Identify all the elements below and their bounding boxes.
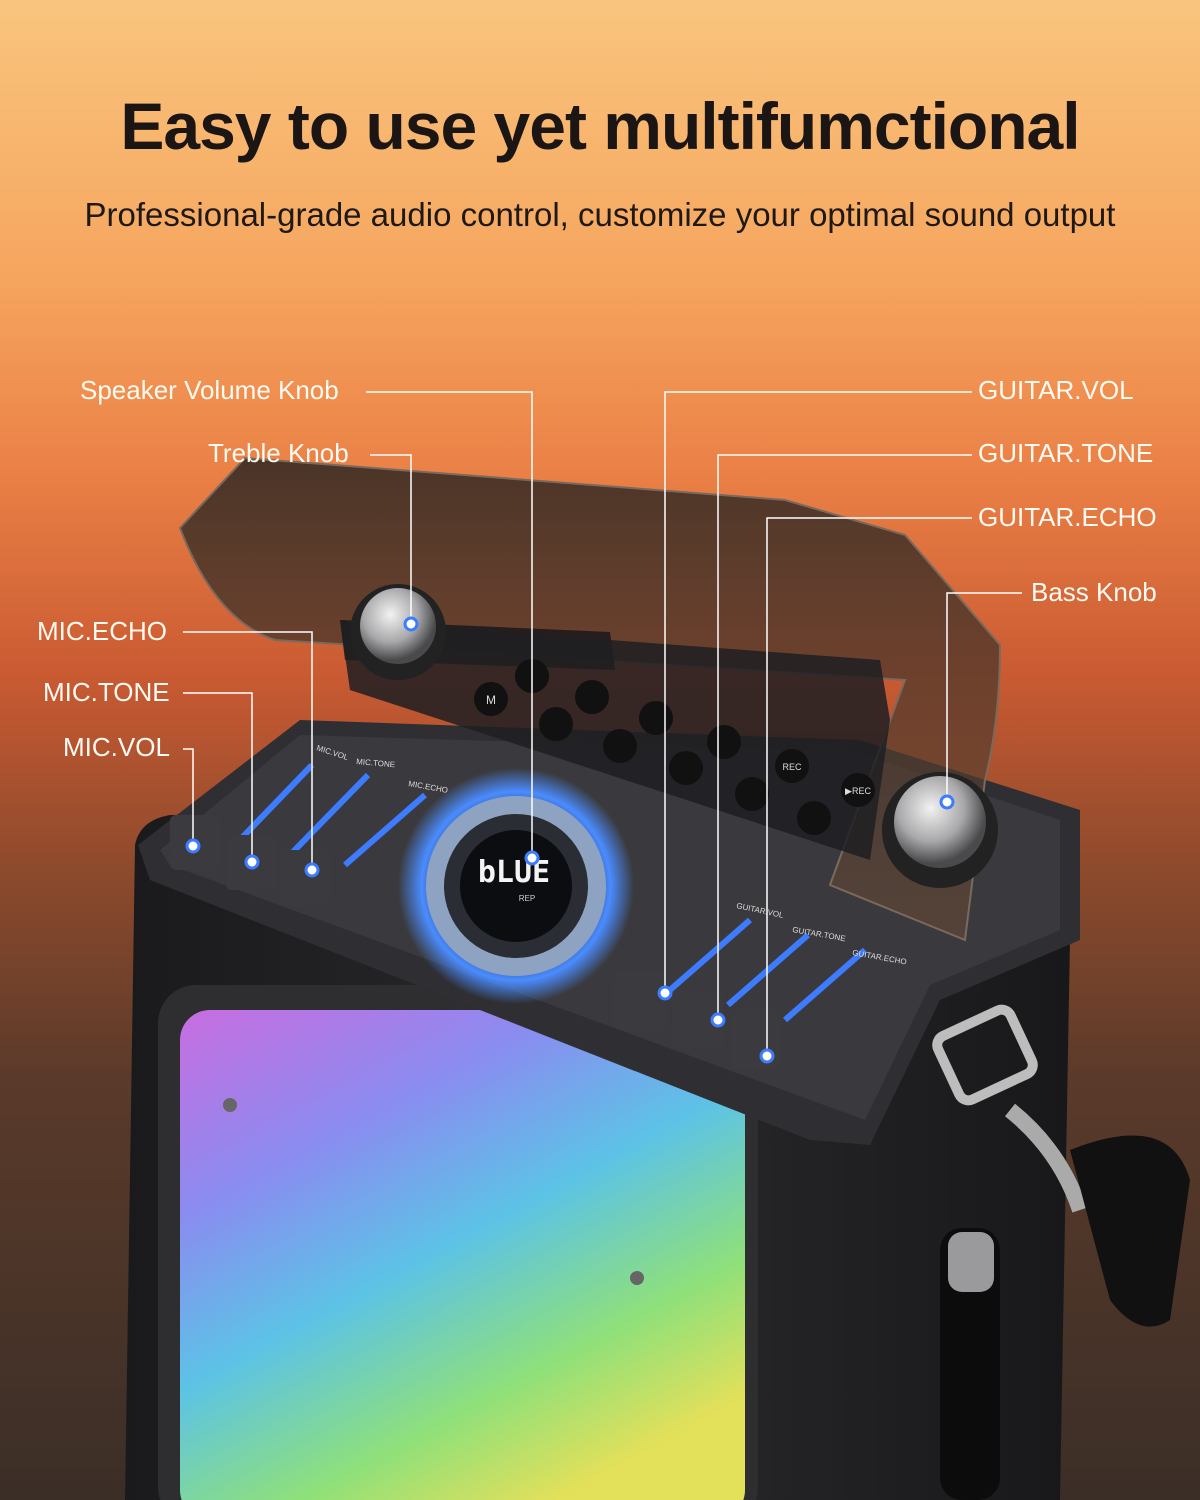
mic-button[interactable] [669,751,703,785]
display-subtext: REP [519,894,535,903]
mic-echo-fader[interactable] [280,850,330,905]
prev-button[interactable] [575,680,609,714]
mute-button[interactable] [539,707,573,741]
callout-mic-echo: MIC.ECHO [37,616,167,646]
next-button[interactable] [707,725,741,759]
callout-lines [183,391,1022,1056]
pause-button[interactable] [797,801,831,835]
speaker-volume-knob[interactable]: bLUE REP [398,768,634,1004]
callout-guitar-vol: GUITAR.VOL [978,375,1134,405]
rec-button-label: REC [782,762,802,772]
callout-bass-knob: Bass Knob [1031,577,1157,607]
mic-priority-button[interactable] [603,729,637,763]
subheadline: Professional-grade audio control, custom… [84,196,1116,233]
display-text: bLUE [478,855,550,890]
callout-mic-vol: MIC.VOL [63,732,170,762]
mode-button-label: M [486,693,496,707]
treble-knob[interactable] [350,584,446,680]
play-button[interactable] [639,701,673,735]
callout-guitar-echo: GUITAR.ECHO [978,502,1157,532]
callout-guitar-tone: GUITAR.TONE [978,438,1154,468]
play-rec-button[interactable] [841,773,875,807]
strap-hook [932,1004,1190,1327]
callout-speaker-volume-knob: Speaker Volume Knob [80,375,339,405]
slider-label-mic-tone: MIC.TONE [356,757,396,769]
guitar-echo-fader[interactable] [730,1010,782,1068]
bass-knob[interactable] [882,772,998,888]
button-panel: M REC ▶REC [474,659,875,835]
light-button[interactable] [735,777,769,811]
mode-button[interactable] [474,682,508,716]
guitar-vol-fader[interactable] [614,972,666,1030]
callout-markers [185,616,955,1064]
headline: Easy to use yet multifumctional [120,89,1080,163]
rec-button[interactable] [775,749,809,783]
rgb-grille [180,1010,745,1500]
callout-mic-tone: MIC.TONE [43,677,170,707]
callout-treble-knob: Treble Knob [208,438,349,468]
play-rec-button-label: ▶REC [845,786,871,796]
guitar-tone-fader[interactable] [672,990,724,1048]
